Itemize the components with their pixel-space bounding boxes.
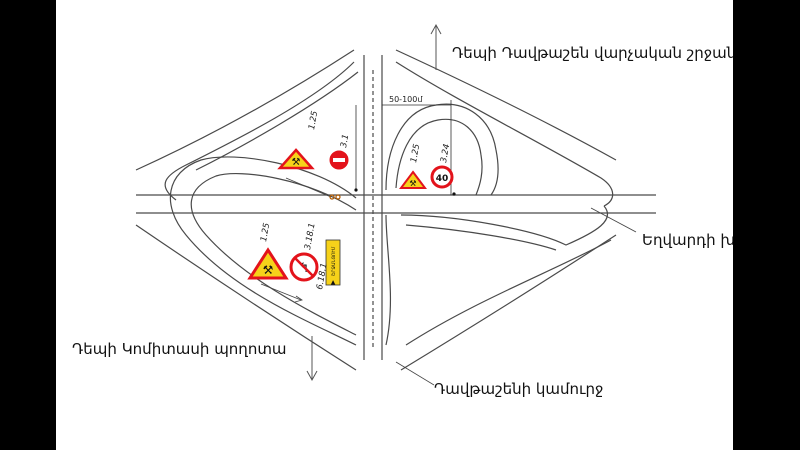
- sign-group-lower-left: ⚒ ↰ ՇՐՋԱՆՑՈՒՄ ▲ 1.25 3.18.1 6.18.1: [247, 222, 341, 303]
- detour-sign-icon: [325, 239, 341, 286]
- sign-number-no-left-turn: 3.18.1: [303, 222, 318, 250]
- leader-line-right: [590, 207, 637, 233]
- direction-arrow-left: [306, 336, 318, 382]
- ramp-top-left-outer: [164, 61, 355, 201]
- sign-number-work-lower: 1.25: [259, 222, 272, 242]
- worker-glyph-icon: ⚒: [409, 179, 416, 188]
- sign-group-upper-left: ⚒ 1.25 3.1: [277, 110, 358, 200]
- prohibition-slash-icon: [294, 257, 314, 277]
- road-works-sign-icon: [247, 247, 289, 280]
- sign-number-detour: 6.18.1: [315, 262, 330, 290]
- ramp-top-left-inner: [195, 71, 359, 171]
- speed-limit-value: 40: [436, 174, 449, 184]
- detour-sign-text: ՇՐՋԱՆՑՈՒՄ: [331, 246, 337, 276]
- sign-number-speed-limit: 3.24: [439, 143, 452, 163]
- loop-right-upper-outer: [385, 103, 499, 196]
- detour-arrow-glyph-icon: ▲: [331, 279, 336, 286]
- road-network: [135, 49, 656, 371]
- sign-leader-line: [285, 177, 332, 198]
- arrow-down-icon: [306, 370, 318, 382]
- label-top-davtashen: Դեպի Դավթաշեն վարչական շրջան: [452, 44, 733, 62]
- ramp-top-right: [395, 61, 614, 207]
- loop-right-upper-inner: [395, 118, 483, 196]
- label-left-komitas: Դեպի Կոմիտասի պողոտա: [72, 340, 287, 358]
- loop-left-inner: [190, 173, 357, 336]
- dimension-text: 50-100մ: [389, 95, 423, 104]
- road-works-sign-icon: [399, 170, 427, 189]
- outer-arc-bottom-right: [400, 234, 617, 371]
- worker-glyph-icon: ⚒: [263, 263, 274, 277]
- diagram-canvas: 50-100մ ⚒ 1.25 3.1 ⚒ 40 1.25 3.24 ⚒ ↰ ՇՐ…: [56, 0, 733, 450]
- leader-arrowhead-icon: [294, 295, 303, 303]
- label-right-yeghvard: Եղվարդի խճուղի: [642, 231, 733, 249]
- sign-post-dot-icon: [452, 192, 456, 196]
- label-bottom-bridge: Դավթաշենի կամուրջ: [434, 380, 603, 398]
- road-works-sign-icon: [277, 148, 315, 170]
- ramp-right-down-left: [385, 214, 392, 346]
- sign-number-work-upper-left: 1.25: [307, 110, 320, 130]
- loop-left-outer: [169, 156, 357, 346]
- sign-post-marker-icon: [335, 194, 341, 200]
- no-entry-bar-icon: [333, 158, 345, 162]
- dimension-marker: 50-100մ: [355, 95, 452, 195]
- sign-leader-line: [260, 283, 302, 301]
- ramp-bottom-right: [405, 239, 612, 346]
- sign-post-marker-icon: [329, 194, 335, 200]
- sign-number-work-upper-right: 1.25: [409, 143, 422, 163]
- direction-arrow-top: [430, 23, 442, 70]
- outer-arc-top-left: [135, 49, 355, 171]
- speed-limit-sign-icon: [430, 165, 454, 189]
- leader-line-bottom: [395, 361, 435, 386]
- sign-number-no-entry: 3.1: [339, 133, 351, 148]
- arrow-up-icon: [430, 23, 442, 35]
- worker-glyph-icon: ⚒: [292, 157, 301, 168]
- loop-right-lower-inner: [405, 224, 557, 251]
- sign-post-dot-icon: [354, 188, 358, 192]
- outer-arc-bottom-left: [135, 224, 357, 371]
- loop-right-lower-outer: [400, 205, 609, 246]
- outer-arc-top-right: [395, 49, 617, 161]
- interchange-scheme: 50-100մ ⚒ 1.25 3.1 ⚒ 40 1.25 3.24 ⚒ ↰ ՇՐ…: [72, 23, 733, 398]
- sign-group-upper-right: ⚒ 40 1.25 3.24: [399, 143, 456, 196]
